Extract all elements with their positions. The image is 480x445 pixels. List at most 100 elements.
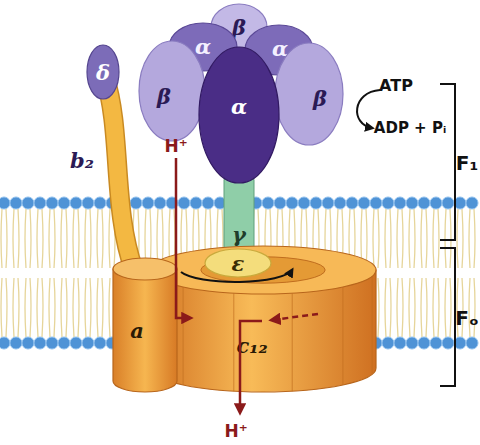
lipid-tail	[469, 209, 475, 268]
subunit-label: ε	[232, 251, 245, 276]
lipid-head	[274, 197, 286, 209]
c-subunit-seam	[372, 276, 373, 374]
lipid-head	[322, 197, 334, 209]
lipid-head	[262, 197, 274, 209]
epsilon-subunit: ε	[204, 248, 272, 278]
lipid-head	[418, 197, 430, 209]
lipid-tail	[409, 209, 415, 268]
lipid-head	[34, 197, 46, 209]
a-subunit-body	[113, 269, 177, 392]
subunit-label: β	[157, 84, 171, 109]
lipid-tail	[49, 278, 55, 337]
lipid-tail	[97, 278, 103, 337]
lipid-tail	[37, 209, 43, 268]
lipid-head	[154, 197, 166, 209]
lipid-tail	[97, 209, 103, 268]
subunit-label: α	[231, 94, 247, 119]
lipid-tail	[85, 278, 91, 337]
c-subunit-seam	[292, 293, 293, 391]
alpha-subunit-shape	[199, 47, 279, 183]
lipid-head	[310, 197, 322, 209]
delta-subunit: δ	[86, 44, 120, 100]
lipid-tail	[421, 209, 427, 268]
lipid-head	[0, 197, 10, 209]
sector-label: F₁	[456, 153, 478, 173]
lipid-tail	[49, 209, 55, 268]
lipid-head	[82, 197, 94, 209]
lipid-head	[466, 337, 478, 349]
c-subunit-seam	[233, 293, 234, 391]
lipid-head	[22, 337, 34, 349]
beta-subunit-shape	[275, 43, 343, 145]
lipid-head	[0, 337, 10, 349]
lipid-head	[178, 197, 190, 209]
lipid-head	[94, 197, 106, 209]
lipid-head	[142, 197, 154, 209]
lipid-head	[202, 197, 214, 209]
lipid-head	[334, 197, 346, 209]
lipid-head	[58, 337, 70, 349]
lipid-head	[394, 197, 406, 209]
lipid-tail	[409, 278, 415, 337]
lipid-head	[58, 197, 70, 209]
lipid-head	[394, 337, 406, 349]
beta-subunit-shape	[139, 41, 205, 141]
b-stalk-outline	[105, 78, 134, 270]
lipid-tail	[397, 278, 403, 337]
lipid-head	[46, 337, 58, 349]
c-subunit-seam	[182, 287, 183, 385]
lipid-tail	[433, 209, 439, 268]
lipid-tail	[13, 209, 19, 268]
product-label: ATP	[379, 78, 413, 94]
delta-subunit-shape	[87, 45, 119, 99]
lipid-head	[430, 337, 442, 349]
lipid-tail	[25, 278, 31, 337]
lipid-head	[454, 197, 466, 209]
epsilon-subunit-shape	[205, 249, 271, 277]
gamma-subunit-shape	[224, 176, 254, 256]
proton-label: H⁺	[164, 138, 187, 155]
lipid-tail	[25, 209, 31, 268]
lipid-head	[454, 337, 466, 349]
lipid-tail	[73, 278, 79, 337]
lipid-tail	[13, 278, 19, 337]
subunit-label: a	[130, 318, 144, 343]
lipid-head	[442, 197, 454, 209]
lipid-tail	[61, 278, 67, 337]
lipid-tail	[385, 209, 391, 268]
lipid-head	[298, 197, 310, 209]
beta-subunit-outline	[138, 40, 206, 142]
lipid-head	[406, 337, 418, 349]
lipid-tail	[37, 278, 43, 337]
lipid-tail	[445, 209, 451, 268]
gamma-subunit: γ	[224, 176, 254, 256]
a-subunit-top	[113, 258, 177, 280]
lipid-head	[70, 337, 82, 349]
beta-subunit: β	[274, 42, 344, 146]
lipid-head	[430, 197, 442, 209]
c-ring-core	[201, 257, 325, 283]
lipid-head	[370, 197, 382, 209]
lipid-head	[418, 337, 430, 349]
lipid-head	[82, 337, 94, 349]
subunit-label: δ	[96, 60, 110, 85]
beta-subunit: β	[138, 40, 206, 142]
lipid-head	[34, 337, 46, 349]
lipid-head	[382, 197, 394, 209]
f1-bracket	[440, 84, 455, 240]
lipid-head	[70, 197, 82, 209]
subunit-label: β	[313, 86, 327, 111]
subunit-label: c₁₂	[236, 333, 267, 358]
lipid-head	[10, 197, 22, 209]
subunit-label: b₂	[70, 148, 94, 173]
proton-label: H⁺	[224, 423, 247, 440]
lipid-tail	[397, 209, 403, 268]
lipid-head	[22, 197, 34, 209]
lipid-tail	[385, 278, 391, 337]
c-subunit-seam	[153, 276, 154, 374]
a-subunit: a	[113, 258, 177, 392]
subunit-label: β	[232, 15, 246, 40]
lipid-head	[10, 337, 22, 349]
lipid-head	[346, 197, 358, 209]
sector-label: Fₒ	[455, 308, 478, 328]
